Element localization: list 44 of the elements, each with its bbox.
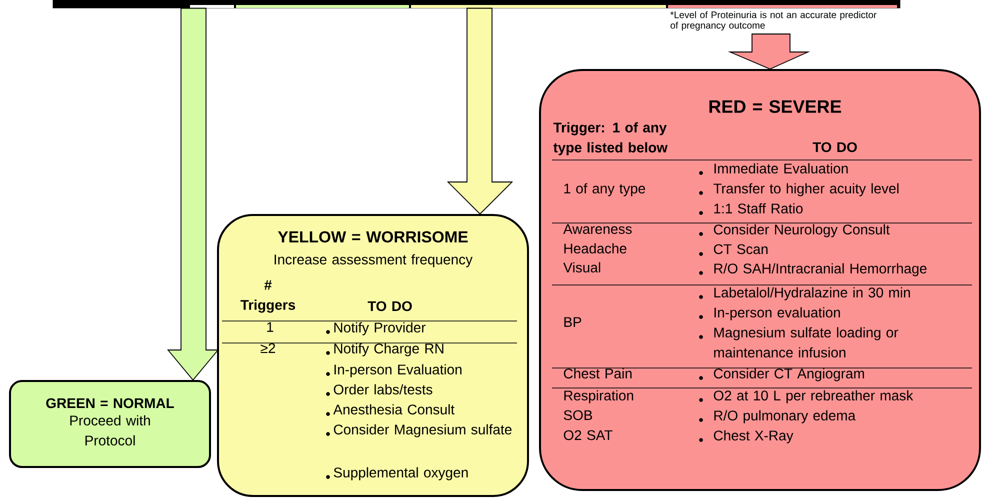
column-header: TO DO bbox=[812, 142, 857, 152]
box-subtitle: Proceed with Protocol bbox=[70, 415, 150, 446]
list-item: Labetalol/Hydralazine in 30 min bbox=[699, 287, 910, 300]
list-item: Anesthesia Consult bbox=[326, 404, 454, 416]
list-item: Notify Provider bbox=[326, 322, 426, 336]
list-item: 1:1 Staff Ratio bbox=[699, 203, 803, 215]
list-item: Supplemental oxygen bbox=[326, 467, 468, 480]
list-item: Chest X-Ray bbox=[699, 430, 794, 444]
list-item: Consider Neurology Consult bbox=[699, 224, 890, 238]
table-cell: BP bbox=[564, 317, 582, 327]
list-item: Order labs/tests bbox=[326, 384, 432, 396]
block-arrow bbox=[446, 8, 514, 215]
block-arrow bbox=[728, 34, 810, 70]
list-item: Consider Magnesium sulfate bbox=[326, 424, 512, 438]
table-cell: ≥2 bbox=[260, 343, 276, 353]
table-cell: O2 SAT bbox=[564, 430, 612, 440]
table-cell: Headache bbox=[564, 243, 626, 254]
table-cell: Visual bbox=[563, 262, 600, 272]
list-item: Consider CT Angiogram bbox=[699, 368, 864, 382]
box-heading: GREEN = NORMAL bbox=[46, 398, 174, 408]
list-item: R/O pulmonary edema bbox=[699, 410, 856, 424]
column-header: Trigger: 1 of any type listed below bbox=[553, 122, 668, 156]
table-cell: 1 bbox=[267, 322, 274, 332]
box-subtitle: Increase assessment frequency bbox=[274, 254, 473, 268]
box-heading: YELLOW = WORRISOME bbox=[278, 231, 468, 243]
column-header: TO DO bbox=[368, 301, 412, 312]
list-item: In-person evaluation bbox=[699, 307, 840, 320]
list-item: In-person Evaluation bbox=[326, 364, 462, 378]
box-heading: RED = SEVERE bbox=[709, 100, 842, 113]
table-cell: Respiration bbox=[564, 390, 634, 404]
list-item: CT Scan bbox=[699, 244, 768, 256]
table-cell: Awareness bbox=[563, 224, 632, 234]
list-item: Magnesium sulfate loading or maintenance infusion bbox=[699, 327, 898, 358]
table-cell: SOB bbox=[564, 410, 592, 420]
list-item: R/O SAH/Intracranial Hemorrhage bbox=[699, 263, 927, 276]
list-item: Notify Charge RN bbox=[326, 343, 444, 356]
column-header: # Triggers bbox=[240, 280, 296, 313]
list-item: Immediate Evaluation bbox=[699, 163, 848, 175]
list-item: Transfer to higher acuity level bbox=[699, 183, 898, 196]
table-strip bbox=[52, 0, 900, 8]
block-arrow bbox=[167, 8, 219, 381]
table-cell: 1 of any type bbox=[564, 183, 646, 196]
list-item: O2 at 10 L per rebreather mask bbox=[699, 390, 914, 404]
table-cell: Chest Pain bbox=[564, 368, 632, 378]
